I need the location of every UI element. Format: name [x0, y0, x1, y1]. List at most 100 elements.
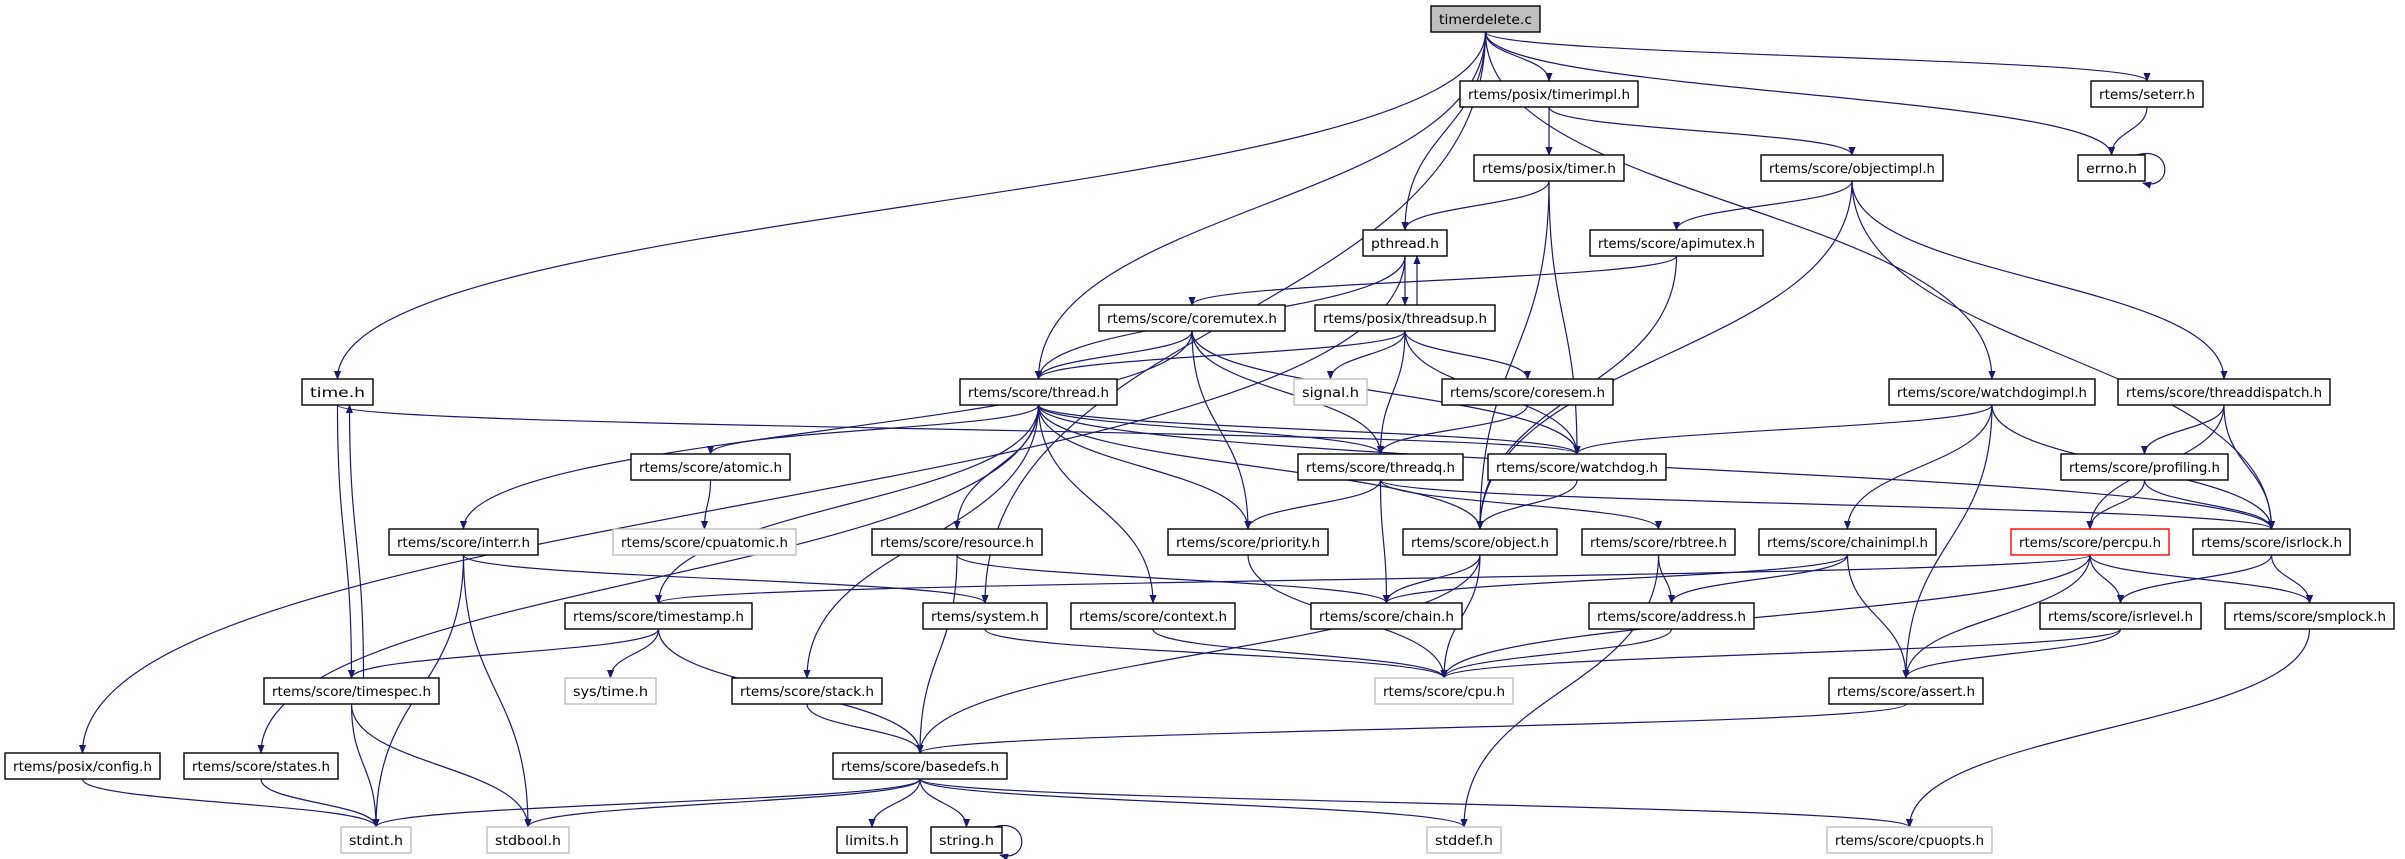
node-box[interactable]	[1362, 229, 1448, 257]
node-errno[interactable]: errno.h	[2077, 154, 2146, 182]
node-profiling[interactable]: rtems/score/profiling.h	[2060, 453, 2229, 481]
node-context[interactable]: rtems/score/context.h	[1070, 602, 1236, 630]
node-box[interactable]	[1310, 602, 1463, 630]
node-cpuopts[interactable]: rtems/score/cpuopts.h	[1826, 826, 1993, 854]
node-isrlevel[interactable]: rtems/score/isrlevel.h	[2039, 602, 2202, 630]
node-timerimpl[interactable]: rtems/posix/timerimpl.h	[1459, 80, 1639, 108]
node-box[interactable]	[2077, 154, 2146, 182]
node-resource[interactable]: rtems/score/resource.h	[871, 528, 1043, 556]
node-box[interactable]	[263, 677, 440, 705]
node-coremutex[interactable]: rtems/score/coremutex.h	[1098, 304, 1286, 332]
node-time[interactable]: time.h	[301, 378, 374, 406]
node-box[interactable]	[1426, 826, 1502, 854]
node-assert[interactable]: rtems/score/assert.h	[1828, 677, 1984, 705]
node-box[interactable]	[922, 602, 1048, 630]
node-thread[interactable]: rtems/score/thread.h	[959, 378, 1118, 406]
node-box[interactable]	[1473, 154, 1625, 182]
node-states[interactable]: rtems/score/states.h	[183, 752, 339, 780]
node-objectimpl[interactable]: rtems/score/objectimpl.h	[1760, 154, 1944, 182]
node-box[interactable]	[564, 677, 657, 705]
node-box[interactable]	[388, 528, 539, 556]
node-isrlock[interactable]: rtems/score/isrlock.h	[2192, 528, 2351, 556]
node-box[interactable]	[1441, 378, 1614, 406]
node-box[interactable]	[1588, 602, 1755, 630]
node-box[interactable]	[832, 752, 1008, 780]
node-box[interactable]	[731, 677, 883, 705]
node-box[interactable]	[1297, 453, 1464, 481]
node-timespec[interactable]: rtems/score/timespec.h	[263, 677, 440, 705]
node-threaddispatch[interactable]: rtems/score/threaddispatch.h	[2117, 378, 2331, 406]
node-box[interactable]	[1293, 378, 1368, 406]
node-box[interactable]	[1888, 378, 2096, 406]
node-box[interactable]	[486, 826, 570, 854]
node-seterr[interactable]: rtems/seterr.h	[2090, 80, 2204, 108]
node-box[interactable]	[1402, 528, 1558, 556]
node-watchdog[interactable]: rtems/score/watchdog.h	[1487, 453, 1667, 481]
node-smplock[interactable]: rtems/score/smplock.h	[2224, 602, 2395, 630]
node-watchdogimpl[interactable]: rtems/score/watchdogimpl.h	[1888, 378, 2096, 406]
node-threadq[interactable]: rtems/score/threadq.h	[1297, 453, 1464, 481]
node-box[interactable]	[612, 528, 797, 556]
node-percpu[interactable]: rtems/score/percpu.h	[2010, 528, 2170, 556]
node-stdint[interactable]: stdint.h	[340, 826, 412, 854]
node-box[interactable]	[836, 826, 908, 854]
node-atomic[interactable]: rtems/score/atomic.h	[630, 453, 791, 481]
node-box[interactable]	[1760, 154, 1944, 182]
node-threadsup[interactable]: rtems/posix/threadsup.h	[1314, 304, 1496, 332]
node-box[interactable]	[4, 752, 161, 780]
node-chainimpl[interactable]: rtems/score/chainimpl.h	[1758, 528, 1937, 556]
node-basedefs[interactable]: rtems/score/basedefs.h	[832, 752, 1008, 780]
node-box[interactable]	[2224, 602, 2395, 630]
node-stdbool[interactable]: stdbool.h	[486, 826, 570, 854]
node-box[interactable]	[1487, 453, 1667, 481]
node-box[interactable]	[959, 378, 1118, 406]
node-box[interactable]	[2010, 528, 2170, 556]
node-box[interactable]	[2117, 378, 2331, 406]
node-timestamp[interactable]: rtems/score/timestamp.h	[564, 602, 753, 630]
node-box[interactable]	[871, 528, 1043, 556]
node-cpu[interactable]: rtems/score/cpu.h	[1374, 677, 1514, 705]
node-apimutex[interactable]: rtems/score/apimutex.h	[1589, 229, 1764, 257]
node-box[interactable]	[1826, 826, 1993, 854]
node-config[interactable]: rtems/posix/config.h	[4, 752, 161, 780]
node-box[interactable]	[2090, 80, 2204, 108]
node-box[interactable]	[1758, 528, 1937, 556]
node-pthread[interactable]: pthread.h	[1362, 229, 1448, 257]
node-box[interactable]	[2060, 453, 2229, 481]
node-box[interactable]	[1374, 677, 1514, 705]
node-box[interactable]	[1070, 602, 1236, 630]
node-box[interactable]	[630, 453, 791, 481]
node-box[interactable]	[2039, 602, 2202, 630]
node-box[interactable]	[2192, 528, 2351, 556]
node-interr[interactable]: rtems/score/interr.h	[388, 528, 539, 556]
node-stack[interactable]: rtems/score/stack.h	[731, 677, 883, 705]
node-systime[interactable]: sys/time.h	[564, 677, 657, 705]
node-box[interactable]	[1167, 528, 1329, 556]
node-system[interactable]: rtems/system.h	[922, 602, 1048, 630]
node-stddef[interactable]: stddef.h	[1426, 826, 1502, 854]
node-box[interactable]	[1098, 304, 1286, 332]
node-box[interactable]	[1459, 80, 1639, 108]
node-timerdelete[interactable]: timerdelete.c	[1430, 5, 1541, 33]
node-box[interactable]	[183, 752, 339, 780]
node-box[interactable]	[1581, 528, 1736, 556]
node-box[interactable]	[340, 826, 412, 854]
node-priority[interactable]: rtems/score/priority.h	[1167, 528, 1329, 556]
node-chain[interactable]: rtems/score/chain.h	[1310, 602, 1463, 630]
node-limits[interactable]: limits.h	[836, 826, 908, 854]
node-signal[interactable]: signal.h	[1293, 378, 1368, 406]
node-box[interactable]	[301, 378, 374, 406]
node-box[interactable]	[564, 602, 753, 630]
node-cpuatomic[interactable]: rtems/score/cpuatomic.h	[612, 528, 797, 556]
node-box[interactable]	[1589, 229, 1764, 257]
node-box[interactable]	[1828, 677, 1984, 705]
node-box[interactable]	[1430, 5, 1541, 33]
node-box[interactable]	[930, 826, 1003, 854]
node-box[interactable]	[1314, 304, 1496, 332]
node-timer[interactable]: rtems/posix/timer.h	[1473, 154, 1625, 182]
node-rbtree[interactable]: rtems/score/rbtree.h	[1581, 528, 1736, 556]
node-address[interactable]: rtems/score/address.h	[1588, 602, 1755, 630]
node-coresem[interactable]: rtems/score/coresem.h	[1441, 378, 1614, 406]
node-string[interactable]: string.h	[930, 826, 1003, 854]
node-object[interactable]: rtems/score/object.h	[1402, 528, 1558, 556]
